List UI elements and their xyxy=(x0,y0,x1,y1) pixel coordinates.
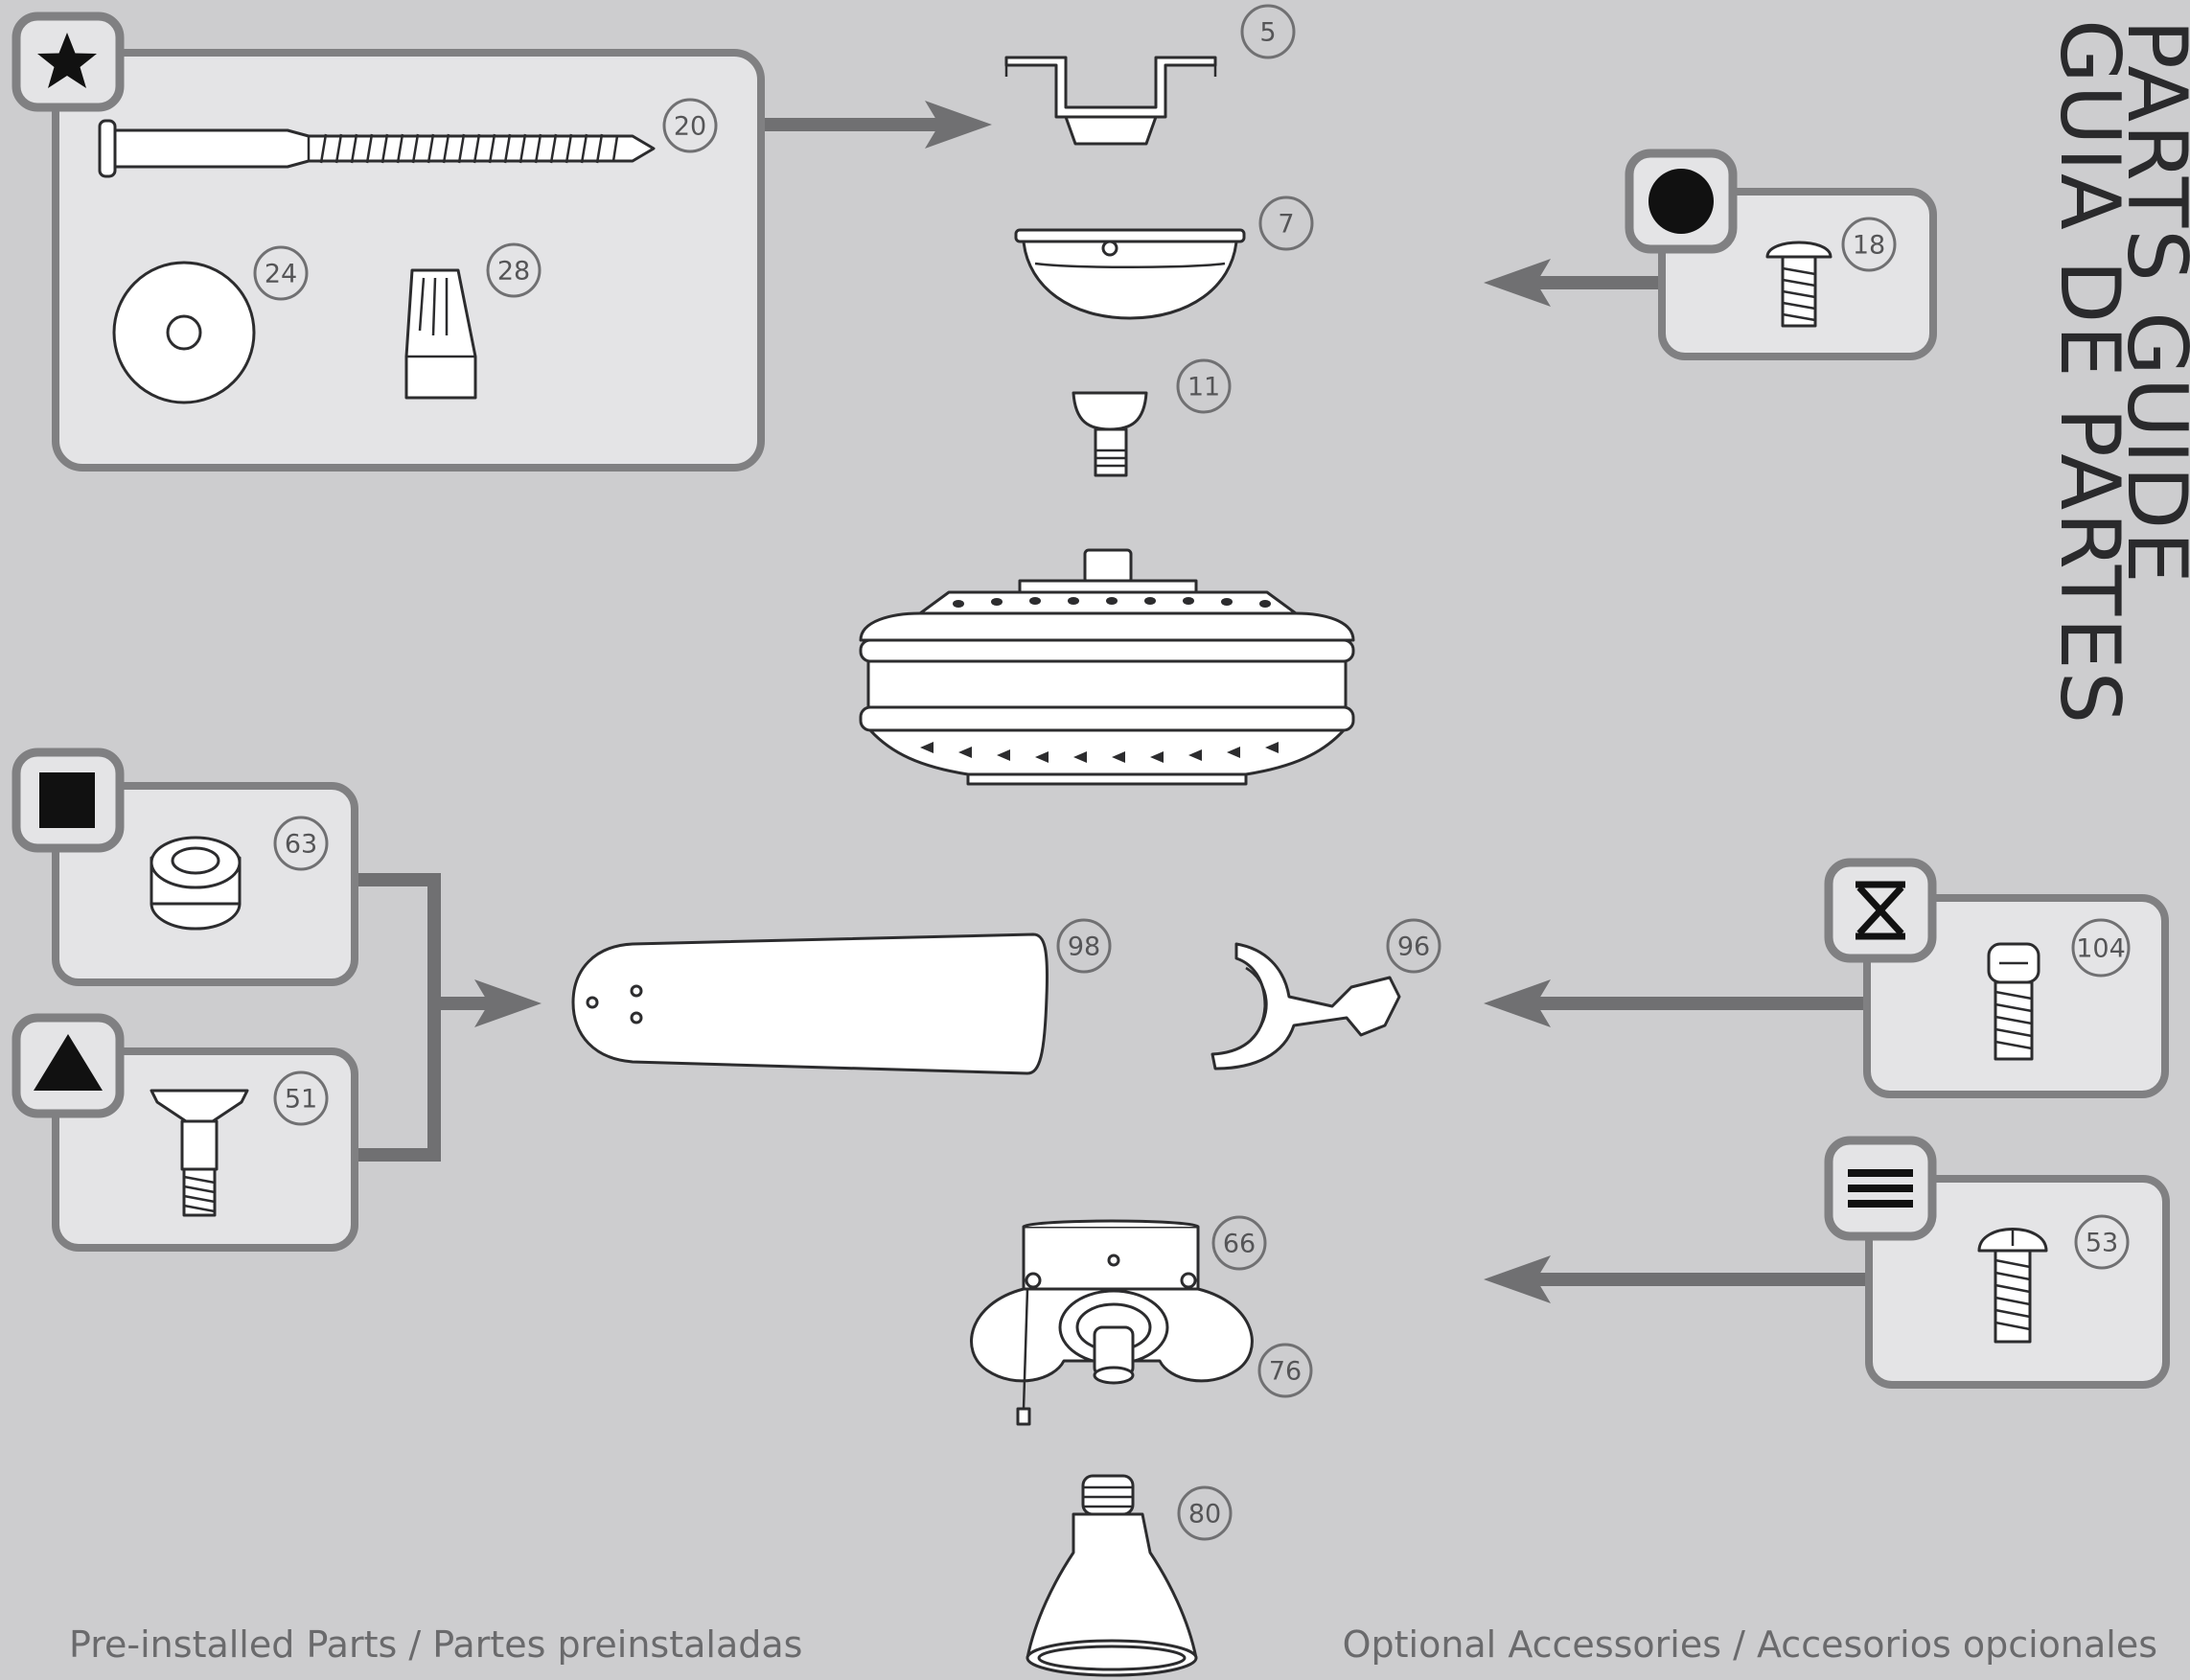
triangle-hardware-box: 51 xyxy=(12,1013,358,1252)
part-number-7: 7 xyxy=(1258,196,1314,251)
star-tag xyxy=(12,12,125,112)
svg-text:98: 98 xyxy=(1068,932,1100,962)
part-number-66: 66 xyxy=(1211,1215,1267,1271)
triangle-tag xyxy=(12,1013,125,1118)
part-number-5: 5 xyxy=(1240,4,1296,59)
part-number-63: 63 xyxy=(273,816,329,871)
svg-text:76: 76 xyxy=(1269,1357,1302,1387)
svg-text:11: 11 xyxy=(1187,373,1220,403)
svg-text:51: 51 xyxy=(285,1085,317,1115)
svg-text:80: 80 xyxy=(1188,1500,1221,1530)
three-lines-icon xyxy=(1848,1169,1913,1208)
fan-blade-drawing xyxy=(571,932,1049,1075)
svg-text:66: 66 xyxy=(1223,1230,1256,1259)
screw-18-drawing xyxy=(1765,241,1833,328)
motor-housing-drawing xyxy=(859,548,1355,786)
grommet-drawing xyxy=(150,836,242,931)
svg-text:18: 18 xyxy=(1853,231,1885,261)
mounting-bracket-drawing xyxy=(1004,56,1217,146)
downrod-coupler-drawing xyxy=(1072,391,1148,477)
blade-arm-drawing xyxy=(1210,942,1401,1070)
star-hardware-box: 20 24 28 xyxy=(12,12,765,472)
screw-51-drawing xyxy=(150,1089,249,1217)
part-number-28: 28 xyxy=(486,242,542,298)
screw-104-drawing xyxy=(1987,942,2040,1061)
part-number-80: 80 xyxy=(1177,1485,1233,1541)
part-number-11: 11 xyxy=(1176,358,1232,414)
svg-text:28: 28 xyxy=(497,257,530,287)
footer-preinstalled-label: Pre-installed Parts / Partes preinstalad… xyxy=(69,1623,803,1666)
arrow-star-to-5 xyxy=(763,101,992,149)
arrow-lines-to-66 xyxy=(1484,1255,1869,1303)
part-number-24: 24 xyxy=(253,245,309,301)
circle-tag xyxy=(1625,149,1738,254)
lag-screw-drawing xyxy=(98,119,656,178)
arrow-hourglass-to-96 xyxy=(1484,979,1867,1027)
canopy-drawing xyxy=(1014,228,1246,320)
filled-circle-icon xyxy=(1648,169,1714,234)
filled-square-icon xyxy=(39,772,95,828)
glass-shade-drawing xyxy=(1026,1474,1198,1677)
title-spanish: GUIA DE PARTES xyxy=(2041,19,2137,726)
hourglass-tag xyxy=(1824,858,1937,963)
star-icon xyxy=(37,33,97,88)
svg-text:5: 5 xyxy=(1259,18,1276,48)
part-number-98: 98 xyxy=(1056,918,1112,974)
svg-text:104: 104 xyxy=(2076,934,2126,964)
wire-nut-drawing xyxy=(404,268,477,400)
part-number-96: 96 xyxy=(1386,918,1441,974)
lines-tag xyxy=(1824,1136,1937,1241)
screw-53-drawing xyxy=(1977,1228,2048,1344)
square-hardware-box: 63 xyxy=(12,748,358,986)
svg-text:53: 53 xyxy=(2086,1229,2118,1258)
part-number-20: 20 xyxy=(662,98,718,153)
square-tag xyxy=(12,748,125,853)
footer-optional-label: Optional Accessories / Accesorios opcion… xyxy=(1342,1623,2157,1666)
hourglass-hardware-box: 104 xyxy=(1824,858,2169,1098)
part-number-76: 76 xyxy=(1257,1343,1313,1398)
svg-text:7: 7 xyxy=(1278,210,1294,240)
light-kit-drawing xyxy=(970,1219,1254,1426)
circle-hardware-box: 18 xyxy=(1625,149,1937,360)
svg-text:24: 24 xyxy=(265,260,297,289)
washer-drawing xyxy=(112,261,256,404)
part-number-51: 51 xyxy=(273,1070,329,1126)
part-number-104: 104 xyxy=(2071,918,2131,978)
arrow-circle-to-7 xyxy=(1484,259,1662,307)
svg-text:96: 96 xyxy=(1397,932,1430,962)
filled-triangle-icon xyxy=(34,1034,103,1091)
svg-text:63: 63 xyxy=(285,830,317,860)
part-number-53: 53 xyxy=(2074,1214,2130,1270)
hourglass-icon xyxy=(1856,881,1905,940)
svg-text:20: 20 xyxy=(674,112,706,142)
part-number-18: 18 xyxy=(1841,217,1897,272)
lines-hardware-box: 53 xyxy=(1824,1136,2170,1389)
arrow-bracket-to-98 xyxy=(355,873,542,1162)
